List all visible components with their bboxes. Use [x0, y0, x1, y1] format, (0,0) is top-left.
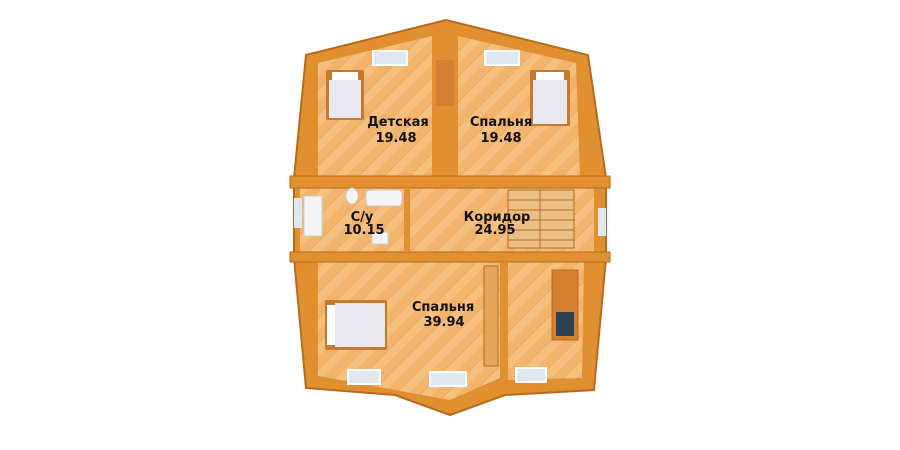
- wall-closet: [500, 262, 508, 382]
- bedroom-bottom-floor: [318, 262, 500, 400]
- window-bottom-2: [429, 371, 467, 387]
- room-area-corridor: 24.95: [474, 223, 515, 238]
- bed-kids: [326, 70, 364, 120]
- room-name-corridor: Коридор: [464, 210, 531, 225]
- room-name-bedroom-bottom: Спальня: [412, 300, 474, 315]
- room-area-bedroom-top-right: 19.48: [480, 131, 521, 146]
- toilet: [345, 187, 359, 205]
- bed-top-right: [530, 70, 570, 126]
- wardrobe-clothes: [556, 312, 574, 336]
- wall-mid-bottom: [289, 251, 611, 263]
- washing-machine: [303, 195, 323, 237]
- room-area-kids: 19.48: [375, 131, 416, 146]
- bed-bottom: [325, 300, 387, 350]
- wall-mid-top: [289, 175, 611, 189]
- room-area-bedroom-bottom: 39.94: [423, 315, 464, 330]
- closet-door-panel: [483, 265, 499, 367]
- room-name-bathroom: С/у: [351, 210, 374, 225]
- window-top-right: [484, 50, 520, 66]
- window-bottom-3: [515, 367, 547, 383]
- closet-top: [436, 60, 454, 106]
- window-top-left: [372, 50, 408, 66]
- window-right: [598, 208, 606, 236]
- window-bottom-1: [347, 369, 381, 385]
- room-name-kids: Детская: [367, 115, 429, 130]
- room-name-bedroom-top-right: Спальня: [470, 115, 532, 130]
- window-left: [294, 198, 302, 228]
- staircase: [507, 189, 575, 249]
- sink: [371, 231, 389, 245]
- room-area-bathroom: 10.15: [343, 223, 384, 238]
- wall-bath-corridor: [404, 188, 410, 252]
- bathtub: [365, 189, 403, 207]
